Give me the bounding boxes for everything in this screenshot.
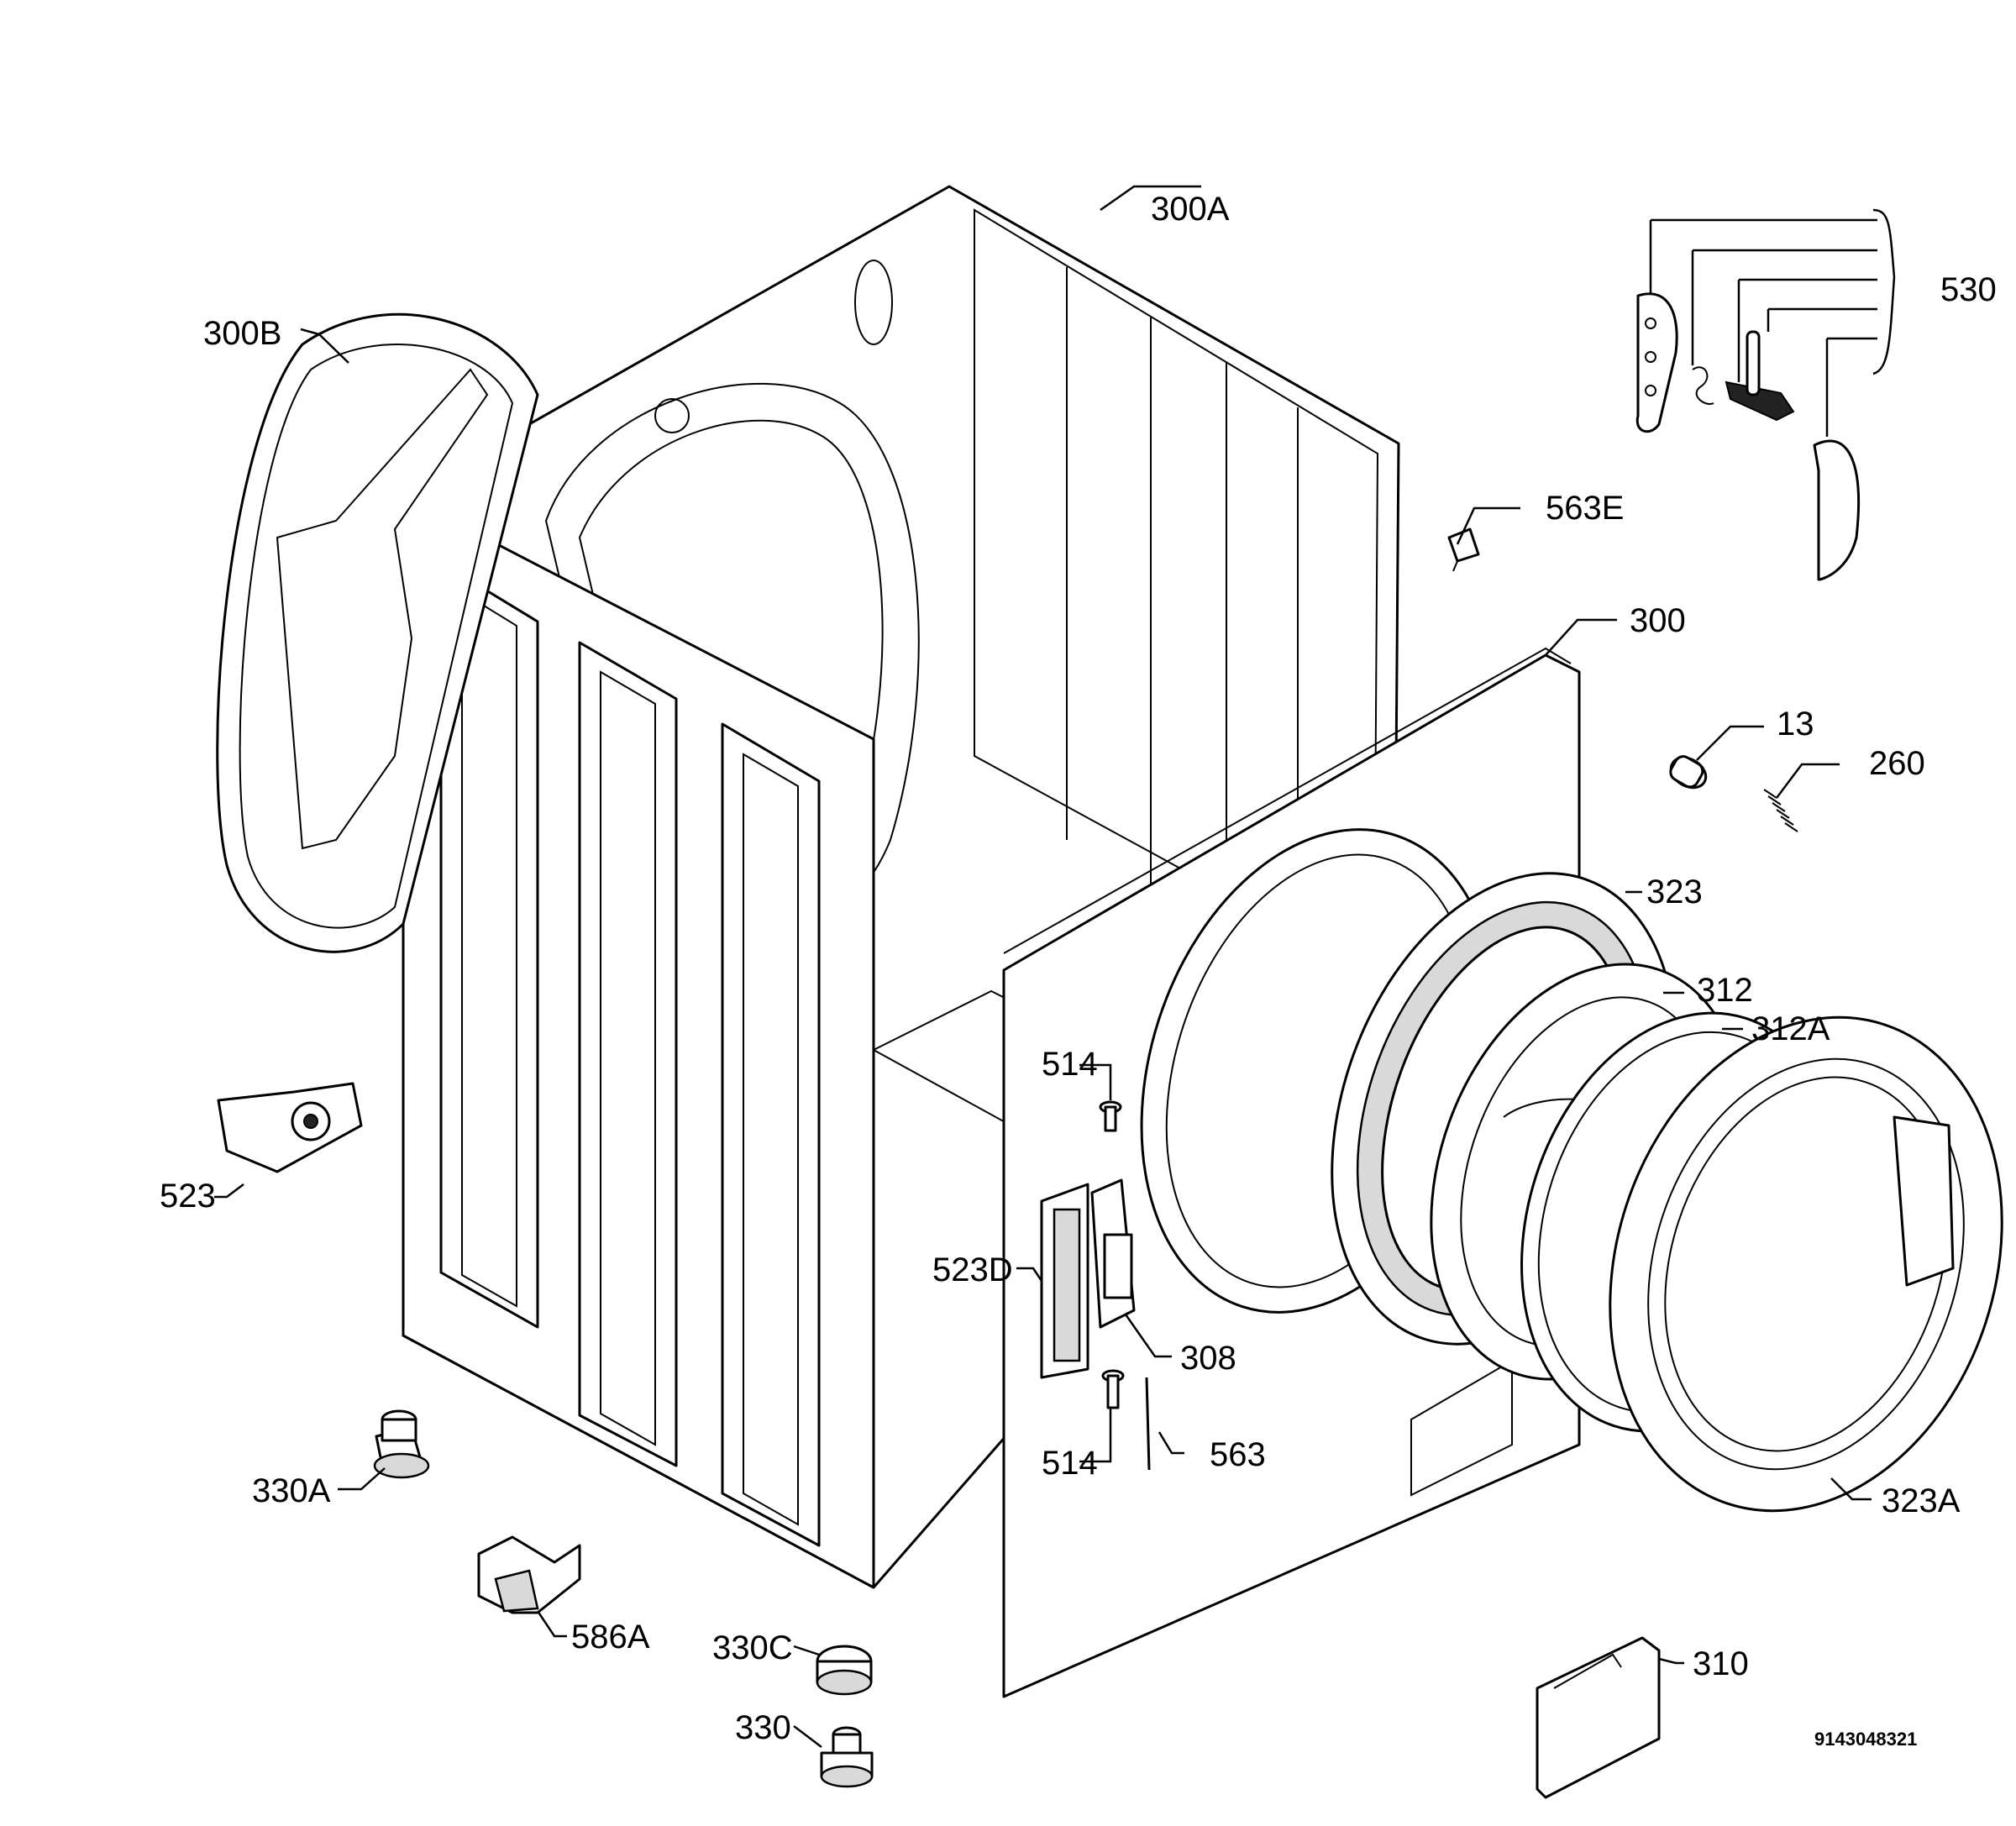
outer-door-323A <box>1609 1015 2003 1513</box>
hinge-plate-523D <box>1040 1183 1089 1379</box>
label-312: 312 <box>1697 972 1753 1009</box>
foot-330C <box>816 1645 873 1696</box>
label-563E: 563E <box>1546 490 1624 527</box>
label-260: 260 <box>1869 745 1925 782</box>
foot-330A <box>373 1409 430 1479</box>
label-300A: 300A <box>1151 191 1230 228</box>
label-514-bottom: 514 <box>1042 1445 1098 1482</box>
label-300B: 300B <box>203 315 281 352</box>
spring-260 <box>1763 789 1798 832</box>
hinge-assembly-530 <box>1635 292 1860 581</box>
hinge-brace <box>1649 208 1896 437</box>
label-310: 310 <box>1693 1645 1749 1682</box>
rod-563 <box>1145 1377 1151 1471</box>
part-labels: 300A 300B 530 563E 300 13 260 323 312 31… <box>160 191 1997 1750</box>
label-530: 530 <box>1940 271 1997 308</box>
label-312A: 312A <box>1751 1010 1830 1047</box>
side-panel <box>402 494 875 1589</box>
label-323: 323 <box>1646 874 1703 910</box>
label-13: 13 <box>1777 706 1814 742</box>
label-300: 300 <box>1630 602 1686 639</box>
sensor-563E <box>1447 527 1480 572</box>
pump-586A <box>477 1535 581 1614</box>
pin-514-bottom <box>1101 1369 1125 1409</box>
label-563: 563 <box>1210 1436 1266 1473</box>
foot-330 <box>820 1726 874 1788</box>
label-523D: 523D <box>932 1251 1013 1288</box>
label-514-top: 514 <box>1042 1046 1098 1083</box>
cap-13 <box>1669 755 1708 790</box>
drawing-number: 9143048321 <box>1814 1729 1917 1750</box>
label-323A: 323A <box>1882 1482 1961 1519</box>
bracket-523 <box>217 1082 363 1173</box>
label-586A: 586A <box>571 1619 650 1655</box>
label-330A: 330A <box>252 1472 331 1509</box>
label-523: 523 <box>160 1178 216 1215</box>
label-308: 308 <box>1180 1340 1236 1377</box>
label-330C: 330C <box>712 1629 793 1666</box>
rear-gasket-300B <box>216 312 539 953</box>
filter-cover-310 <box>1536 1636 1661 1799</box>
pin-514-top <box>1099 1100 1122 1132</box>
label-330: 330 <box>735 1709 791 1746</box>
lock-308 <box>1090 1178 1136 1329</box>
leader-lines <box>214 185 1872 1748</box>
